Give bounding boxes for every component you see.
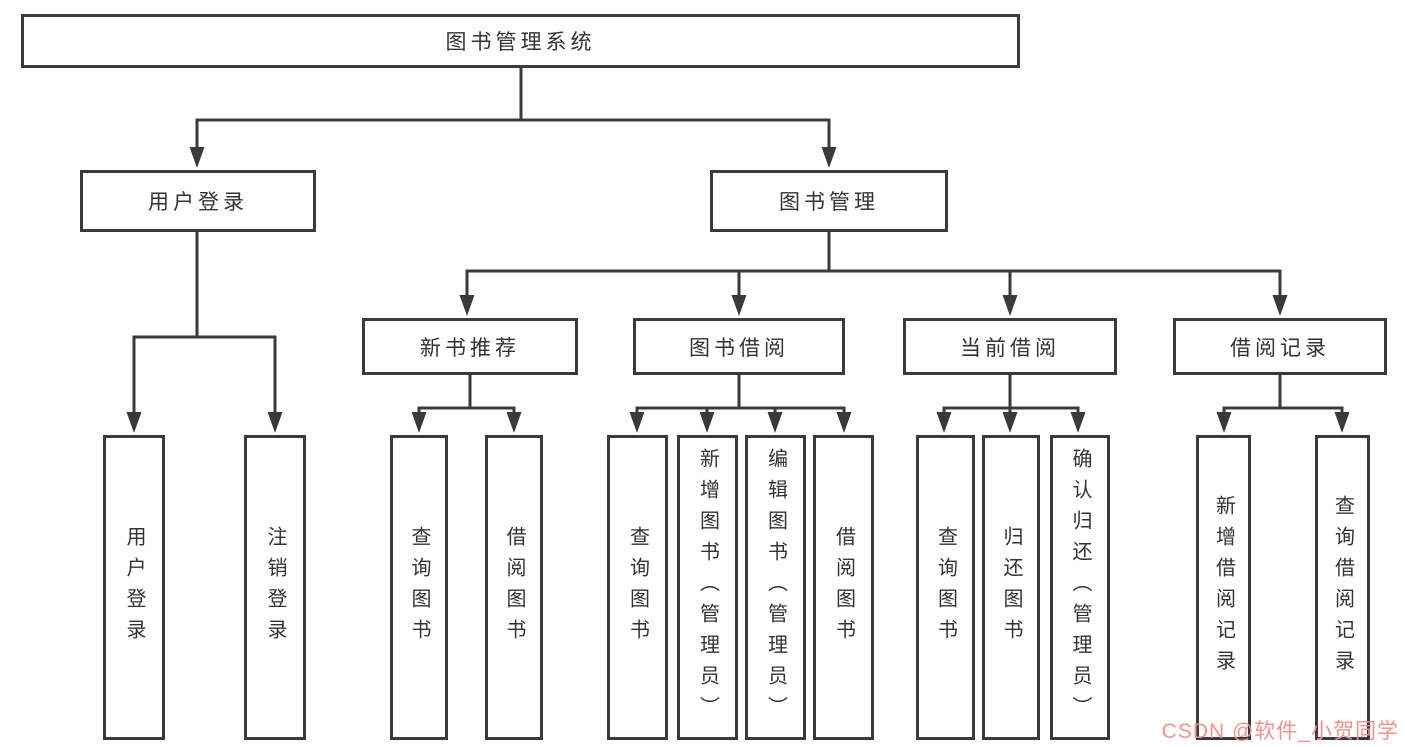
leaf-borrow-books-recommend-label: 借阅图书	[503, 525, 525, 650]
node-borrow-records: 借阅记录	[1173, 318, 1387, 375]
leaf-user-login-label: 用户登录	[123, 525, 145, 650]
leaf-add-borrow-record: 新增借阅记录	[1196, 435, 1251, 740]
leaf-query-books-recommend: 查询图书	[390, 435, 448, 740]
leaf-query-books-borrowing: 查询图书	[607, 435, 668, 740]
connector-user-login-subtree	[132, 232, 277, 416]
csdn-watermark: CSDN @软件_小贺同学	[1161, 720, 1399, 743]
leaf-borrow-books-recommend: 借阅图书	[485, 435, 543, 740]
connector-new-book-subtree	[417, 375, 516, 416]
node-library-management-system: 图书管理系统	[21, 14, 1020, 68]
connector-borrow-records-subtree	[1222, 375, 1344, 416]
leaf-edit-books-admin-label: 编辑图书（管理员）	[764, 448, 787, 727]
node-user-login: 用户登录	[80, 170, 316, 232]
leaf-query-borrow-record-label: 查询借阅记录	[1331, 494, 1354, 681]
leaf-query-borrow-record: 查询借阅记录	[1315, 435, 1370, 740]
node-book-management: 图书管理	[710, 170, 948, 232]
leaf-logout-label: 注销登录	[264, 525, 286, 650]
leaf-borrow-books-borrowing: 借阅图书	[813, 435, 874, 740]
leaf-return-books: 归还图书	[982, 435, 1040, 740]
leaf-confirm-return-admin-label: 确认归还（管理员）	[1069, 448, 1091, 727]
leaf-add-borrow-record-label: 新增借阅记录	[1212, 494, 1235, 681]
node-current-borrowing: 当前借阅	[903, 318, 1117, 375]
leaf-return-books-label: 归还图书	[1000, 525, 1022, 650]
leaf-add-books-admin-label: 新增图书（管理员）	[696, 448, 719, 727]
leaf-query-books-recommend-label: 查询图书	[408, 525, 430, 650]
node-new-book-recommendation: 新书推荐	[362, 318, 578, 375]
leaf-query-books-current: 查询图书	[916, 435, 975, 740]
leaf-borrow-books-borrowing-label: 借阅图书	[832, 525, 855, 650]
leaf-edit-books-admin: 编辑图书（管理员）	[745, 435, 806, 740]
leaf-confirm-return-admin: 确认归还（管理员）	[1050, 435, 1110, 740]
leaf-query-books-current-label: 查询图书	[934, 525, 957, 650]
leaf-query-books-borrowing-label: 查询图书	[626, 525, 649, 650]
leaf-add-books-admin: 新增图书（管理员）	[677, 435, 738, 740]
node-book-borrowing: 图书借阅	[633, 318, 845, 375]
connector-book-management-subtree	[465, 232, 1282, 299]
leaf-user-login: 用户登录	[103, 435, 165, 740]
connector-root-to-level2	[195, 67, 831, 150]
connector-current-borrowing-subtree	[942, 375, 1080, 416]
leaf-logout: 注销登录	[244, 435, 306, 740]
connector-book-borrowing-subtree	[635, 375, 846, 416]
